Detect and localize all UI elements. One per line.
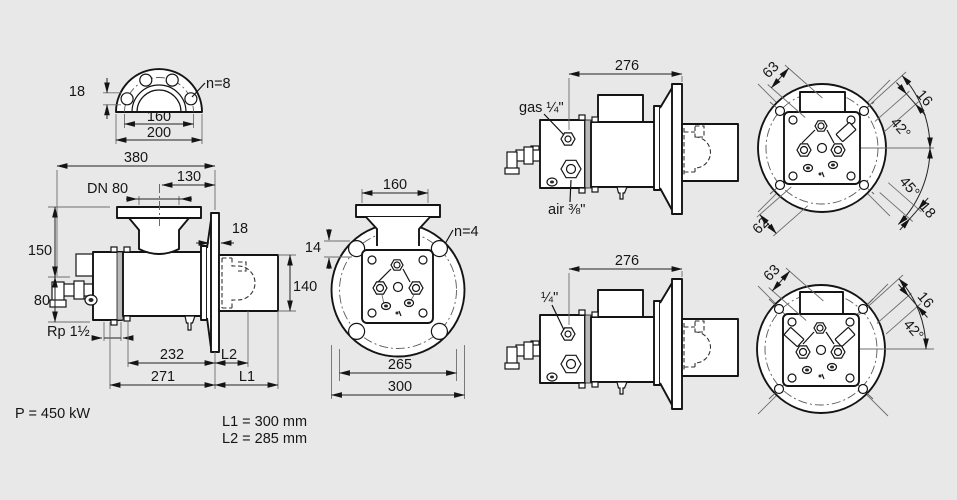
gas-inlet-stub: [597, 94, 644, 123]
mounting-plate: [671, 83, 683, 215]
note-l1: L1 = 300 mm: [222, 414, 307, 430]
bolt-hole: [184, 92, 198, 106]
notes: P = 450 kW L1 = 300 mm L2 = 285 mm: [15, 406, 307, 447]
head-plate: [361, 249, 434, 324]
grease-nipple: [184, 315, 196, 331]
gas-inlet-stub: [799, 291, 844, 316]
note-l2: L2 = 285 mm: [222, 431, 307, 447]
mounting-plate: [671, 278, 683, 410]
dim-overall-width: 380: [124, 150, 148, 166]
dim-plate-thickness: 18: [232, 221, 248, 237]
gas-head-face-view: 63 62 16 42° 45° 18: [750, 59, 939, 238]
label-bolt-count: n=4: [454, 224, 479, 240]
valve-block: [539, 314, 586, 384]
dim-hole-diameter: 18: [69, 84, 85, 100]
bolt-hole: [430, 322, 448, 340]
label-air-port: air ⅜": [548, 202, 585, 218]
dim-height-upper: 150: [28, 243, 52, 259]
gas-head-side-view: 276 gas ¼" air ⅜": [504, 58, 739, 218]
gas-flange: [355, 204, 441, 218]
dim-tube-diameter: 140: [293, 279, 317, 295]
bolt-hole: [430, 240, 448, 258]
oil-head-side-view: 276 ¼": [504, 253, 739, 410]
dim-total-length: 271: [151, 369, 175, 385]
dim-18: 18: [916, 199, 939, 222]
dim-body-length: 232: [160, 347, 184, 363]
ignition-electrode: [390, 259, 404, 271]
mounting-plate: [210, 212, 220, 353]
burner-side-view: 380 DN 80 130 18 150 80 Rp 1½ 232 L2 271…: [28, 150, 317, 389]
combustion-head-hidden: [221, 257, 256, 309]
dim-hole-diameter: 14: [305, 240, 321, 256]
gas-test-port: [560, 132, 576, 146]
dim-head-offset: 130: [177, 169, 201, 185]
dim-l2: L2: [221, 347, 237, 363]
electrode-nozzle: [834, 327, 856, 347]
bolt-hole: [139, 73, 153, 87]
label-gas-port: gas ¼": [519, 100, 564, 116]
dim-outer-diameter: 200: [147, 125, 171, 141]
burner-barrel: [590, 316, 656, 383]
flange-half-view: 18 160 200 n=8: [69, 68, 231, 144]
label-bolt-count: n=8: [206, 76, 231, 92]
dim-bolt-circle: 160: [147, 109, 171, 125]
dim-outer-diameter: 300: [388, 379, 412, 395]
bolt-hole: [348, 240, 366, 258]
head-plate: [782, 313, 860, 387]
dim-height-lower: 80: [34, 293, 50, 309]
gas-inlet-stub: [597, 289, 644, 318]
bolt-hole: [348, 322, 366, 340]
combustion-head-hidden: [683, 125, 711, 177]
note-power: P = 450 kW: [15, 406, 90, 422]
bolt-hole: [165, 73, 179, 87]
label-gas-thread: Rp 1½: [47, 324, 90, 340]
electrode-nozzle: [783, 327, 805, 347]
label-flange-dn: DN 80: [87, 181, 128, 197]
oil-head-face-view: 63 16 42°: [756, 262, 936, 417]
burner-front-view: 160 14 n=4 265 300: [305, 177, 479, 399]
nozzle-left: [372, 281, 388, 295]
burner-tube: [218, 254, 279, 312]
burner-barrel: [590, 121, 656, 188]
electrode-nozzle: [835, 122, 857, 142]
valve-block: [539, 119, 586, 189]
test-port: [560, 327, 576, 341]
air-test-port: [560, 159, 582, 179]
dim-bolt-circle: 265: [388, 357, 412, 373]
dim-length: 276: [615, 58, 639, 74]
dim-l1: L1: [239, 369, 255, 385]
dim-length: 276: [615, 253, 639, 269]
nozzle-right: [408, 281, 424, 295]
gas-flange: [116, 206, 202, 219]
burner-barrel: [122, 251, 204, 317]
label-port: ¼": [541, 290, 558, 306]
dim-flange-width: 160: [383, 177, 407, 193]
bolt-hole: [120, 92, 134, 106]
